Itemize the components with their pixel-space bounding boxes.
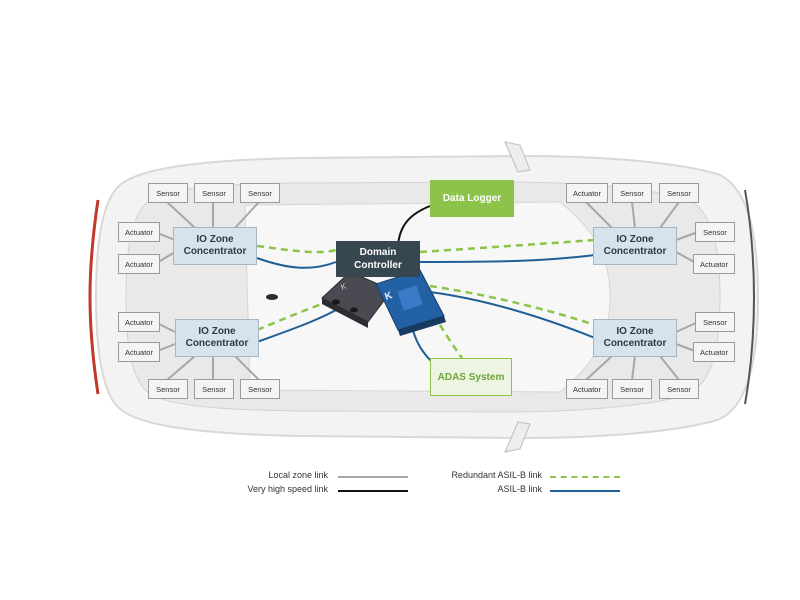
svg-text:K: K — [384, 290, 395, 303]
io-zone-label-line2: Concentrator — [603, 246, 667, 257]
sensor-box-fl-2: Sensor — [194, 183, 234, 203]
io-zone-label-line1: IO Zone — [616, 326, 654, 337]
legend-local-zone-link-label: Local zone link — [268, 470, 328, 480]
chip-dark: K — [321, 271, 393, 328]
io-zone-label-line1: IO Zone — [198, 326, 236, 337]
domain-controller-line1: Domain — [359, 247, 397, 258]
sensor-box-rl-2: Sensor — [194, 379, 234, 399]
sensor-box-rr-3: Sensor — [659, 379, 699, 399]
sensor-box-fr-3: Sensor — [695, 222, 735, 242]
io-zone-label-line1: IO Zone — [616, 234, 654, 245]
io-zone-label-line2: Concentrator — [603, 338, 667, 349]
io-zone-label-line2: Concentrator — [185, 338, 249, 349]
legend-local-zone-link-line — [338, 476, 408, 478]
actuator-box-fl-2: Actuator — [118, 254, 160, 274]
domain-controller-line2: Controller — [354, 260, 402, 271]
actuator-box-fr-2: Actuator — [693, 254, 735, 274]
legend-asil-b-link-label: ASIL-B link — [497, 484, 542, 494]
very-high-speed-link — [397, 205, 431, 246]
chip-blue: K — [375, 269, 446, 336]
sensor-box-rr-2: Sensor — [612, 379, 652, 399]
actuator-box-rr-2: Actuator — [566, 379, 608, 399]
io-zone-label-line1: IO Zone — [196, 234, 234, 245]
actuator-box-fl-1: Actuator — [118, 222, 160, 242]
io-zone-label-line2: Concentrator — [183, 246, 247, 257]
legend-very-high-speed-link-label: Very high speed link — [247, 484, 328, 494]
legend-redundant-asil-b-link-label: Redundant ASIL-B link — [451, 470, 542, 480]
sensor-box-fr-2: Sensor — [659, 183, 699, 203]
actuator-box-rl-1: Actuator — [118, 312, 160, 332]
actuator-box-rr-1: Actuator — [693, 342, 735, 362]
sensor-box-rl-3: Sensor — [240, 379, 280, 399]
sensor-box-fl-1: Sensor — [148, 183, 188, 203]
sensor-box-rr-1: Sensor — [695, 312, 735, 332]
sensor-box-rl-1: Sensor — [148, 379, 188, 399]
legend-redundant-asil-b-link-line — [550, 476, 620, 478]
svg-text:K: K — [340, 281, 349, 292]
data-logger: Data Logger — [430, 180, 514, 217]
actuator-box-fr-1: Actuator — [566, 183, 608, 203]
sensor-box-fl-3: Sensor — [240, 183, 280, 203]
sensor-box-fr-1: Sensor — [612, 183, 652, 203]
legend-asil-b-link-line — [550, 490, 620, 492]
legend-very-high-speed-link-line — [338, 490, 408, 492]
local-zone-links — [154, 201, 699, 381]
actuator-box-rl-2: Actuator — [118, 342, 160, 362]
adas-system: ADAS System — [430, 358, 512, 396]
